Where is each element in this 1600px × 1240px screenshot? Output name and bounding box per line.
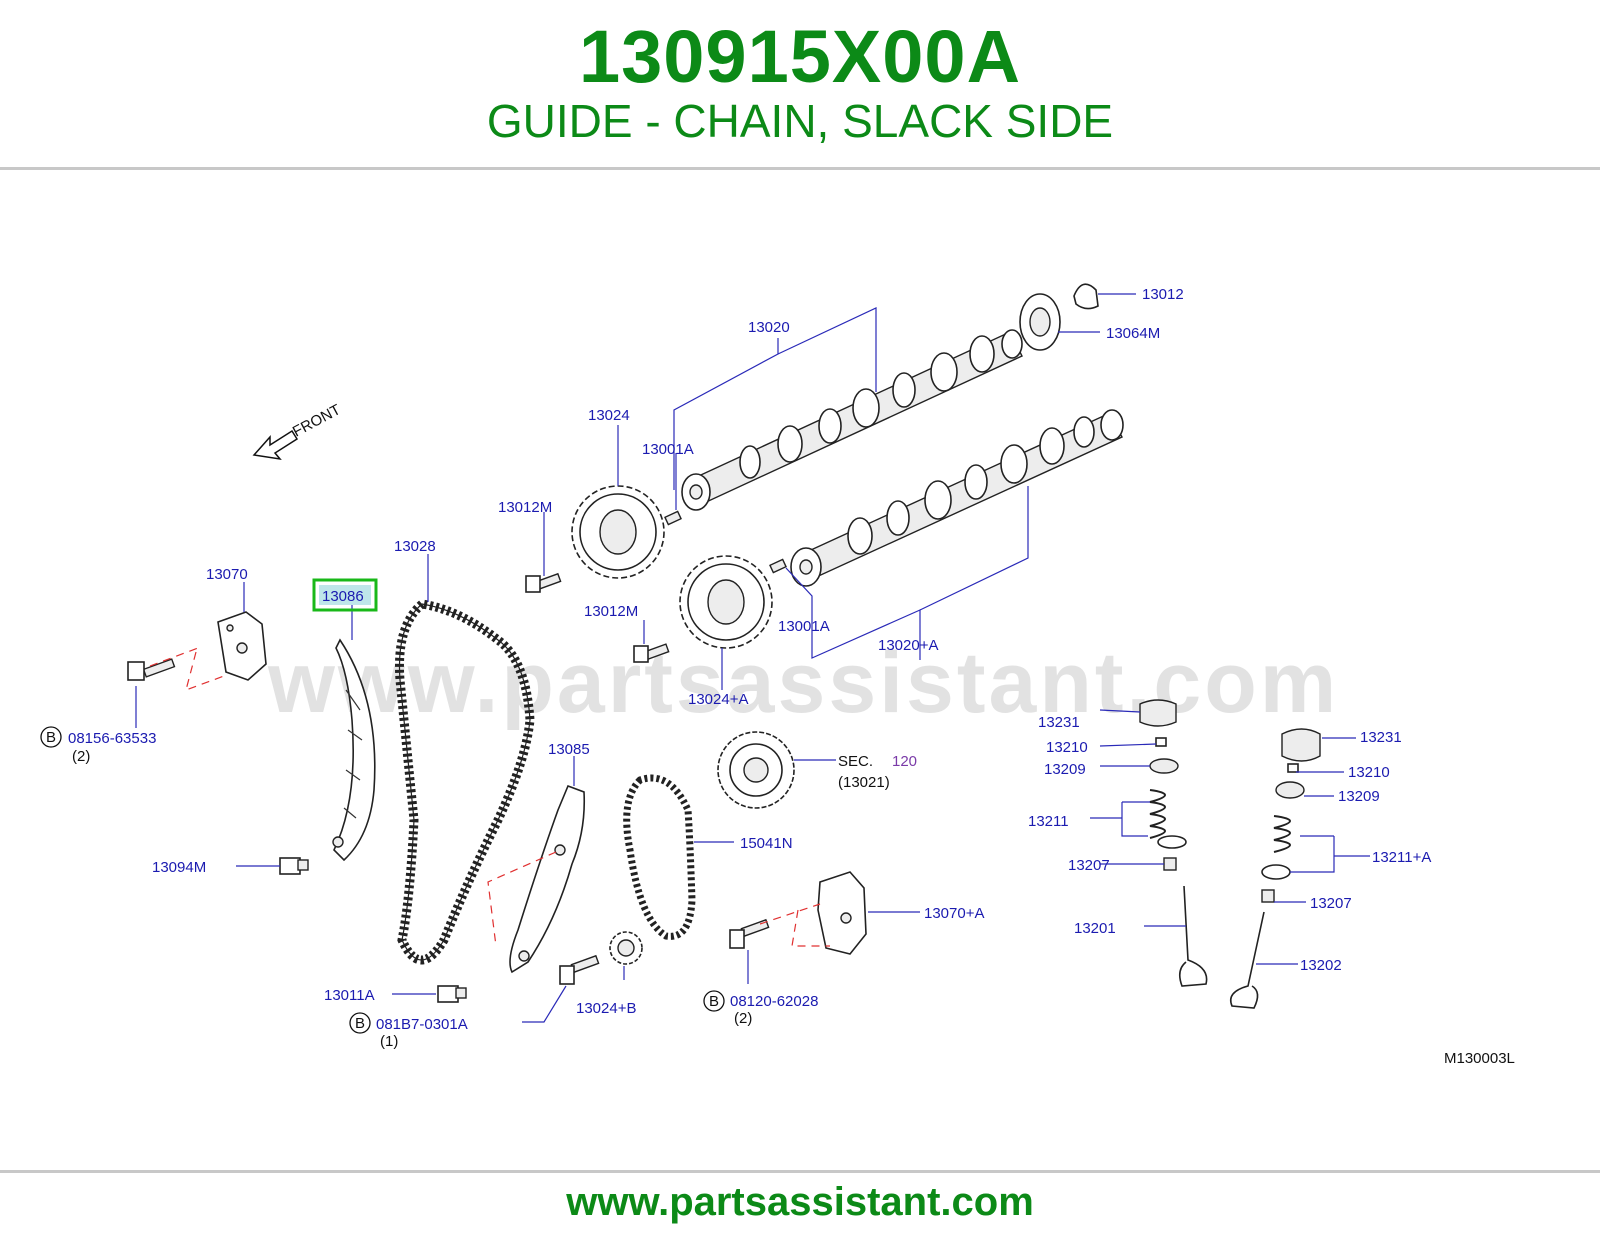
label-13231-left[interactable]: 13231: [1038, 714, 1080, 731]
label-13094M[interactable]: 13094M: [152, 859, 206, 876]
bolt-08120: [729, 918, 770, 949]
dowel-pin-upper: [664, 510, 682, 526]
label-13024A[interactable]: 13024+A: [688, 691, 748, 708]
label-13001A-lower[interactable]: 13001A: [778, 618, 830, 635]
leader-lines: [135, 293, 1370, 1023]
bolt-13012M-2: [633, 643, 670, 663]
assembly-line-08156: [149, 647, 199, 667]
label-08120-62028[interactable]: 08120-62028: [730, 993, 818, 1010]
highlight-box: [312, 578, 378, 612]
bolt-marker-08156: B: [40, 726, 62, 748]
label-13070A[interactable]: 13070+A: [924, 905, 984, 922]
bolt-081B7: [559, 954, 600, 985]
bottom-divider: [0, 1170, 1600, 1173]
secondary-chain-15041N: [623, 774, 696, 940]
part-description: GUIDE - CHAIN, SLACK SIDE: [486, 95, 1114, 147]
svg-text:B: B: [355, 1015, 365, 1032]
qty-081B7: (1): [380, 1033, 398, 1050]
svg-text:B: B: [46, 729, 56, 746]
slack-side-guide-13086: [332, 638, 376, 862]
label-15041N[interactable]: 15041N: [740, 835, 793, 852]
sec-reference: (13021): [838, 774, 890, 791]
front-arrow-icon: [252, 429, 299, 461]
label-13024[interactable]: 13024: [588, 407, 630, 424]
label-13210-left[interactable]: 13210: [1046, 739, 1088, 756]
top-divider: [0, 167, 1600, 170]
label-13020A[interactable]: 13020+A: [878, 637, 938, 654]
sprocket-13024B: [609, 931, 643, 965]
label-13211[interactable]: 13211: [1028, 813, 1069, 830]
label-13001A-upper[interactable]: 13001A: [642, 441, 694, 458]
front-label: FRONT: [290, 401, 344, 440]
bolt-13011A: [437, 985, 467, 1003]
label-13086[interactable]: 13086: [322, 588, 364, 605]
qty-08156: (2): [72, 748, 90, 765]
assembly-line-13070: [185, 651, 225, 691]
label-13202[interactable]: 13202: [1300, 957, 1342, 974]
label-13028[interactable]: 13028: [394, 538, 436, 555]
plate-13064M: [1019, 293, 1061, 351]
label-13070[interactable]: 13070: [206, 566, 248, 583]
label-13024B[interactable]: 13024+B: [576, 1000, 636, 1017]
sec-text: SEC.: [838, 753, 873, 770]
label-13231-right[interactable]: 13231: [1360, 729, 1402, 746]
camshaft-lower: [790, 409, 1124, 587]
sec-number-link[interactable]: 120: [892, 753, 917, 770]
watermark-text: www.partsassistant.com: [267, 635, 1339, 731]
label-08156-63533[interactable]: 08156-63533: [68, 730, 156, 747]
label-13012M-upper[interactable]: 13012M: [498, 499, 552, 516]
camshaft-upper: [681, 329, 1023, 511]
label-13020[interactable]: 13020: [748, 319, 790, 336]
sprocket-13024: [571, 485, 665, 579]
gear-sec120: [717, 731, 795, 809]
tensioner-13070: [217, 611, 267, 681]
label-13011A[interactable]: 13011A: [324, 987, 375, 1004]
svg-text:B: B: [709, 993, 719, 1010]
label-13209-left[interactable]: 13209: [1044, 761, 1086, 778]
sprocket-13024A: [679, 555, 773, 649]
bolt-marker-08120: B: [703, 990, 725, 1012]
part-number-title: 130915X00A: [578, 15, 1022, 98]
label-13064M[interactable]: 13064M: [1106, 325, 1160, 342]
assembly-line-08120: [759, 903, 821, 925]
label-081B7-0301A[interactable]: 081B7-0301A: [376, 1016, 468, 1033]
label-13210-right[interactable]: 13210: [1348, 764, 1390, 781]
valve-train-left: [1139, 699, 1208, 987]
label-13012M-lower[interactable]: 13012M: [584, 603, 638, 620]
figure-code: M130003L: [1444, 1050, 1515, 1067]
label-13209-right[interactable]: 13209: [1338, 788, 1380, 805]
tensioner-13070A: [817, 871, 867, 955]
qty-08120: (2): [734, 1010, 752, 1027]
label-13201[interactable]: 13201: [1074, 920, 1116, 937]
timing-chain-13028: [395, 599, 535, 965]
label-13085[interactable]: 13085: [548, 741, 590, 758]
label-13211A[interactable]: 13211+A: [1372, 849, 1431, 866]
assembly-line-13070A: [791, 909, 830, 947]
assembly-line-13085: [487, 851, 557, 947]
bolt-marker-081B7: B: [349, 1012, 371, 1034]
footer-url[interactable]: www.partsassistant.com: [566, 1180, 1034, 1224]
cap-13012: [1073, 283, 1099, 310]
bolt-13012M-1: [525, 572, 562, 593]
dowel-pin-lower: [769, 558, 787, 574]
label-13207-left[interactable]: 13207: [1068, 857, 1110, 874]
bolt-13094M: [279, 857, 309, 875]
chain-guide-13085: [509, 784, 586, 974]
highlighted-part-13086[interactable]: 13086: [312, 578, 378, 612]
highlight-fill: [319, 585, 371, 605]
label-13012[interactable]: 13012: [1142, 286, 1184, 303]
bolt-08156: [127, 658, 176, 681]
label-13207-right[interactable]: 13207: [1310, 895, 1352, 912]
